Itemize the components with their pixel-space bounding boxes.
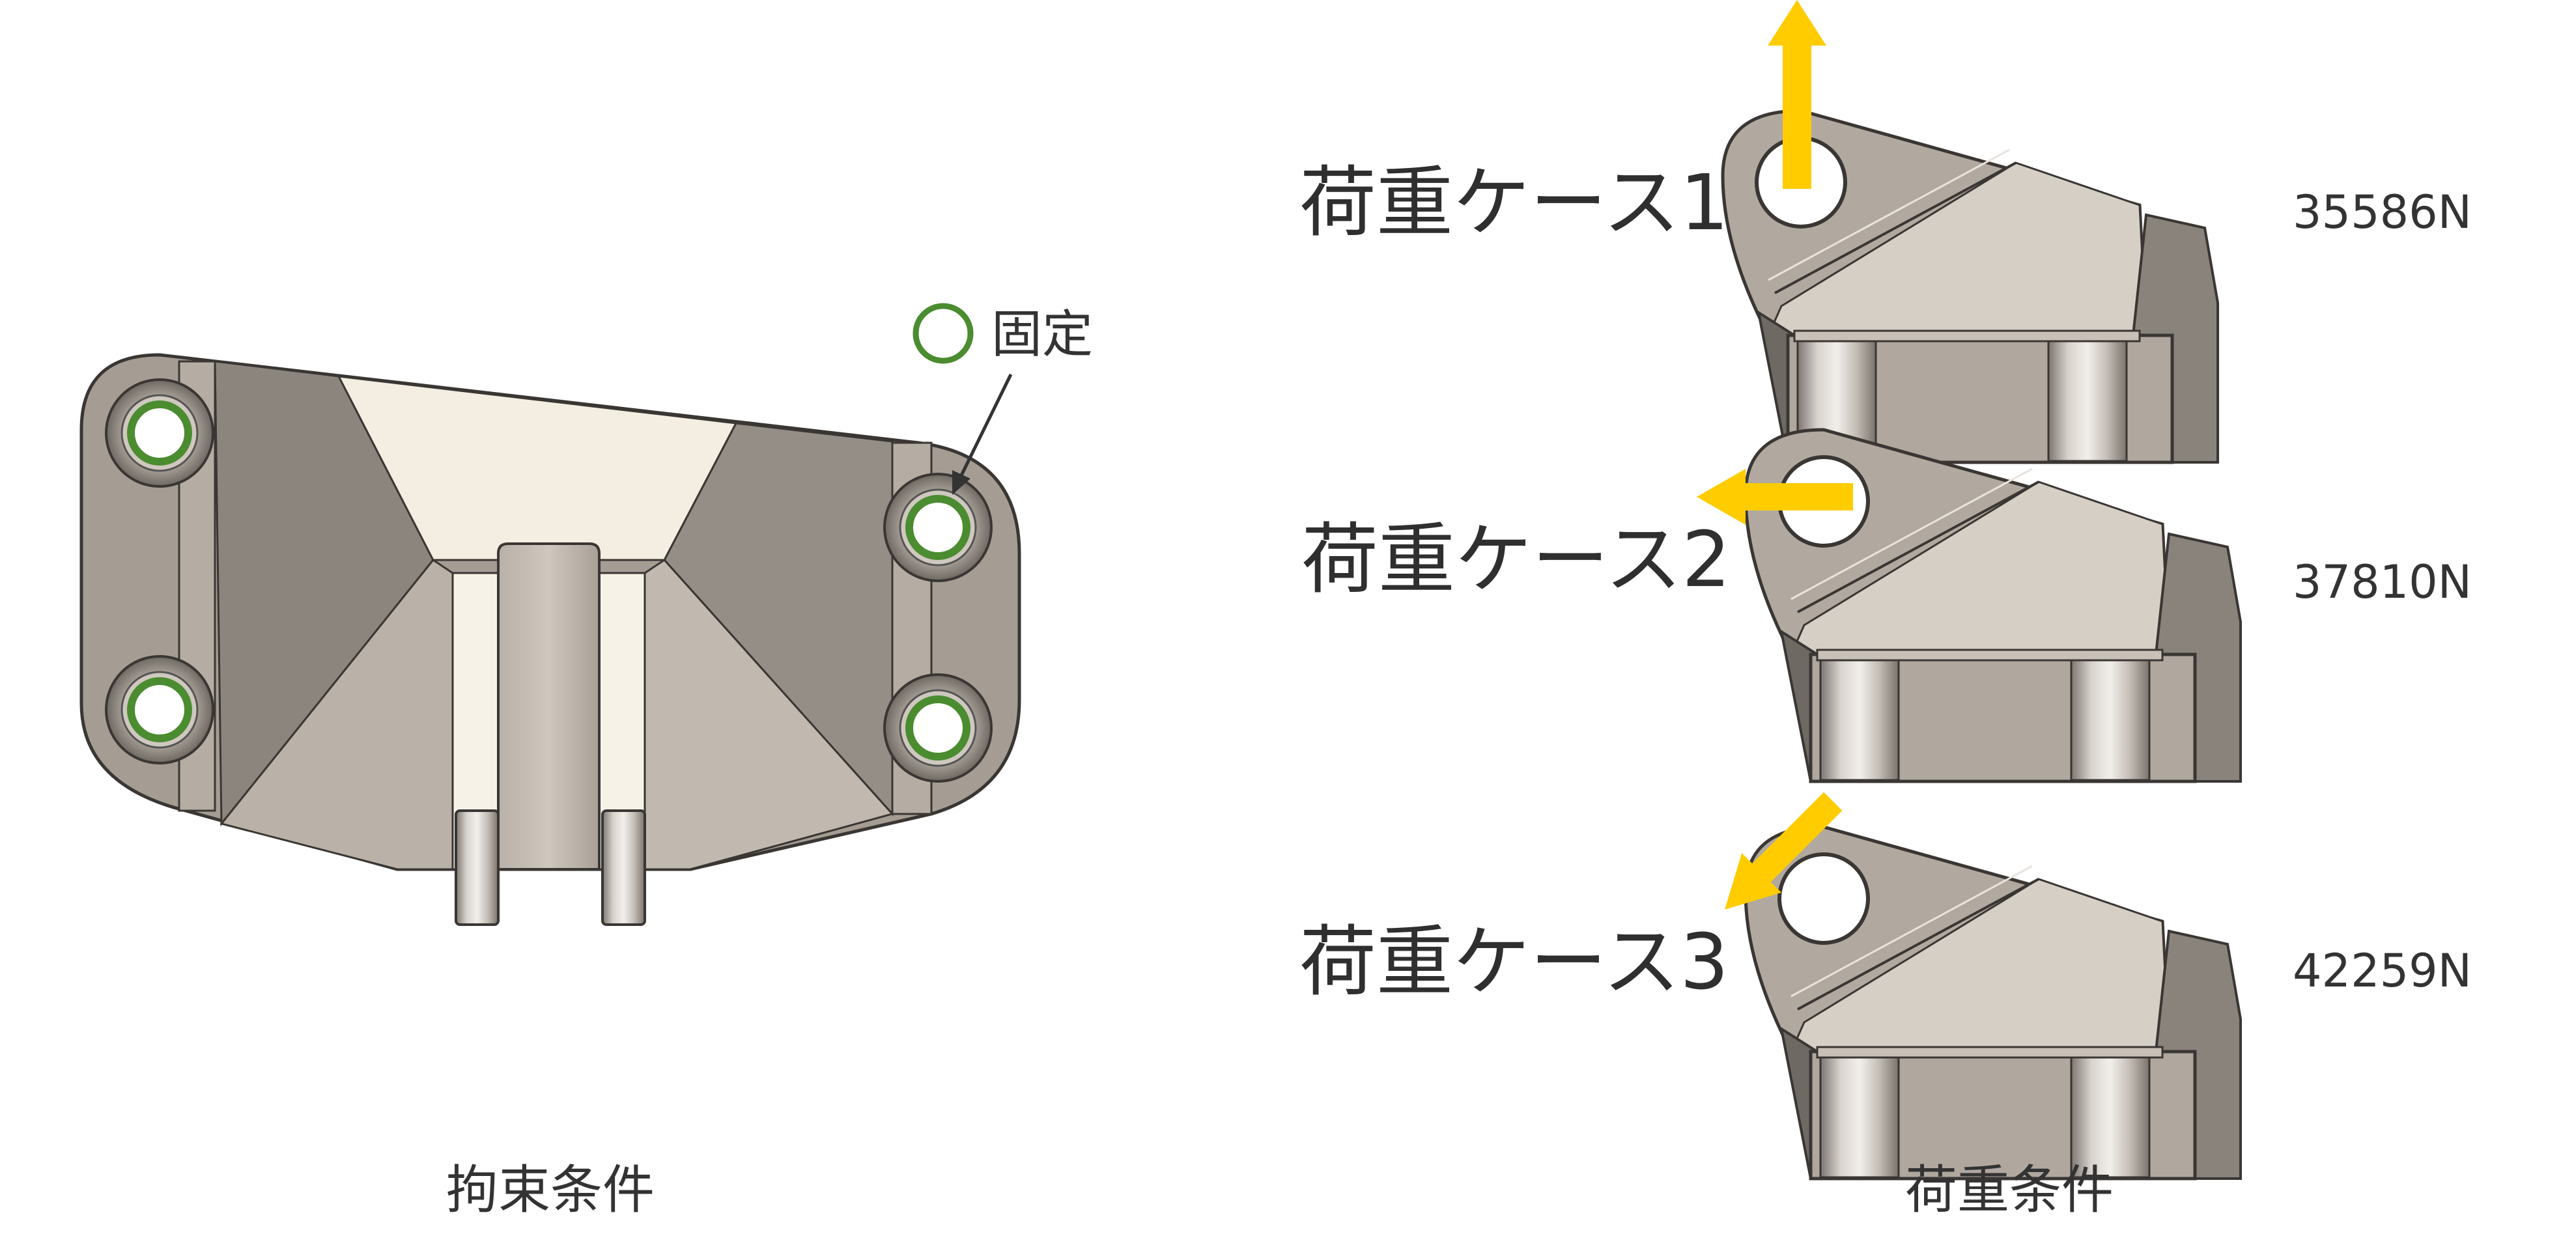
load-case-1: 荷重ケース1 35586N (1299, 0, 2472, 462)
plate-lower-left-face (219, 558, 454, 871)
fixed-leader-line (959, 373, 1013, 478)
fixed-legend-ring-icon (913, 303, 974, 364)
constraint-caption: 拘束条件 (446, 1160, 655, 1220)
load-case-2-force: 37810N (2293, 555, 2472, 609)
fixed-legend-label: 固定 (991, 305, 1093, 364)
lower-tab-left (455, 809, 500, 926)
fixed-leader-arrowhead-icon (952, 470, 970, 495)
load-arrow-up-icon (1768, 0, 1826, 189)
plate-lower-right-face (644, 559, 894, 871)
bolt-hole-top-right (883, 473, 993, 582)
bolt-hole-bottom-left (105, 655, 214, 764)
bolt-hole-bottom-right (883, 673, 993, 783)
load-caption: 荷重条件 (1905, 1160, 2114, 1220)
center-tongue (497, 542, 601, 871)
load-arrow-up-left-icon (1725, 792, 1843, 910)
load-case-3: 荷重ケース3 42259N (1299, 792, 2472, 1179)
load-case-1-label: 荷重ケース1 (1299, 158, 1729, 247)
load-case-2-label: 荷重ケース2 (1301, 514, 1731, 604)
constraint-view: 固定 拘束条件 (79, 303, 1093, 1220)
load-case-1-force: 35586N (2293, 186, 2472, 239)
load-case-2: 荷重ケース2 37810N (1301, 430, 2472, 781)
bolt-hole-top-left (105, 378, 214, 488)
load-case-3-label: 荷重ケース3 (1299, 917, 1729, 1007)
load-arrow-left-icon (1697, 469, 1853, 525)
load-case-3-force: 42259N (2293, 944, 2472, 998)
lower-tab-right (601, 809, 646, 926)
